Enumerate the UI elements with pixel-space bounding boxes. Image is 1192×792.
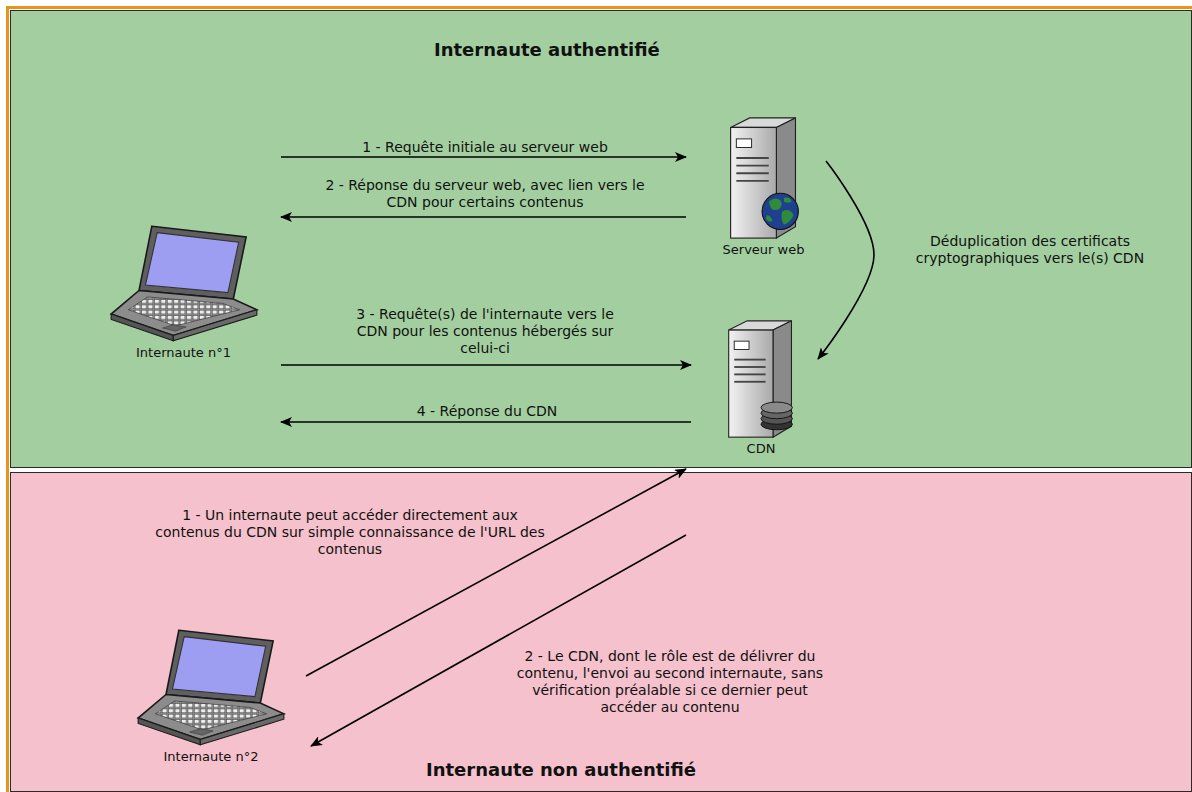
device-caption: Internaute n°1 <box>101 345 266 361</box>
device-icon <box>719 116 809 240</box>
arrow-label: 1 - Requête initiale au serveur web <box>275 139 695 156</box>
flow-arrow <box>281 421 691 423</box>
flow-arrow <box>281 156 686 158</box>
arrow-label: 4 - Réponse du CDN <box>337 403 637 420</box>
arrow-label: 2 - Le CDN, dont le rôle est de délivrer… <box>515 648 825 716</box>
device-icon <box>109 223 259 343</box>
flow-arrow <box>306 469 686 676</box>
device-icon <box>136 627 286 747</box>
arrow-label: 1 - Un internaute peut accéder directeme… <box>155 507 545 558</box>
device-node: Serveur web <box>701 116 826 258</box>
arrow-label: Déduplication des certificats cryptograp… <box>890 233 1170 267</box>
device-caption: Internaute n°2 <box>131 749 291 765</box>
device-node: CDN <box>706 319 816 457</box>
zone-title: Internaute non authentifié <box>426 759 696 781</box>
arrow-label: 3 - Requête(s) de l'internaute vers le C… <box>345 306 625 357</box>
flow-arrow <box>818 161 874 359</box>
icon-part <box>729 321 792 437</box>
flow-arrow <box>281 364 691 366</box>
icon-part <box>761 402 792 430</box>
zone-title: Internaute authentifié <box>434 39 660 61</box>
device-caption: CDN <box>706 441 816 457</box>
device-icon <box>718 319 804 439</box>
icon-part <box>111 226 257 341</box>
icon-part <box>138 630 284 745</box>
arrow-label: 2 - Réponse du serveur web, avec lien ve… <box>320 177 650 211</box>
orange-border <box>8 8 1192 792</box>
device-caption: Serveur web <box>701 242 826 258</box>
icon-part <box>762 193 798 229</box>
device-node: Internaute n°2 <box>131 627 291 765</box>
device-node: Internaute n°1 <box>101 223 266 361</box>
flow-arrow <box>281 216 686 218</box>
